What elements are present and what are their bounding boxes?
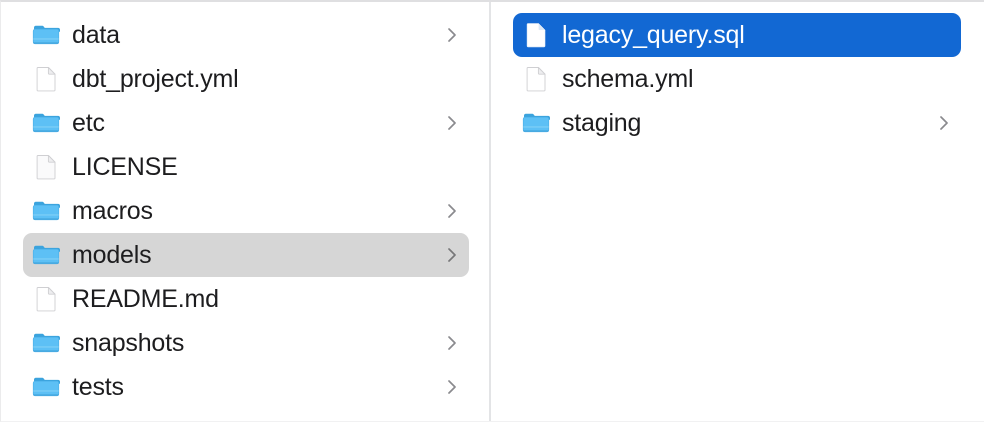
folder-icon: [521, 108, 551, 138]
file-row-label: macros: [72, 197, 153, 225]
document-icon: [31, 152, 61, 182]
file-row-label: staging: [562, 109, 642, 137]
file-row-tests[interactable]: tests: [23, 365, 469, 409]
folder-icon: [31, 372, 61, 402]
file-row-label: etc: [72, 109, 105, 137]
folder-icon: [31, 20, 61, 50]
chevron-right-icon[interactable]: [445, 377, 459, 397]
file-row-etc[interactable]: etc: [23, 101, 469, 145]
folder-icon: [31, 328, 61, 358]
file-row-label: snapshots: [72, 329, 185, 357]
file-row-schema-yml[interactable]: schema.yml: [513, 57, 961, 101]
file-row-data[interactable]: data: [23, 13, 469, 57]
file-row-label: README.md: [72, 285, 219, 313]
file-row-snapshots[interactable]: snapshots: [23, 321, 469, 365]
file-row-label: data: [72, 21, 120, 49]
file-row-label: models: [72, 241, 152, 269]
folder-icon: [31, 196, 61, 226]
finder-column-child[interactable]: legacy_query.sql schema.yml: [491, 2, 983, 421]
document-icon: [31, 64, 61, 94]
file-row-license[interactable]: LICENSE: [23, 145, 469, 189]
file-row-dbt-project-yml[interactable]: dbt_project.yml: [23, 57, 469, 101]
folder-icon: [31, 108, 61, 138]
chevron-right-icon[interactable]: [445, 25, 459, 45]
file-row-models[interactable]: models: [23, 233, 469, 277]
file-row-label: LICENSE: [72, 153, 178, 181]
folder-icon: [31, 240, 61, 270]
file-row-label: tests: [72, 373, 124, 401]
chevron-right-icon[interactable]: [445, 201, 459, 221]
file-row-macros[interactable]: macros: [23, 189, 469, 233]
file-row-label: schema.yml: [562, 65, 694, 93]
document-icon: [31, 284, 61, 314]
chevron-right-icon[interactable]: [445, 245, 459, 265]
file-row-legacy-query-sql[interactable]: legacy_query.sql: [513, 13, 961, 57]
file-row-label: legacy_query.sql: [562, 21, 745, 49]
document-icon: [521, 20, 551, 50]
file-row-staging[interactable]: staging: [513, 101, 961, 145]
finder-column-parent[interactable]: data dbt_project.yml: [1, 2, 491, 421]
chevron-right-icon[interactable]: [445, 333, 459, 353]
document-icon: [521, 64, 551, 94]
file-row-label: dbt_project.yml: [72, 65, 239, 93]
file-row-readme-md[interactable]: README.md: [23, 277, 469, 321]
chevron-right-icon[interactable]: [937, 113, 951, 133]
chevron-right-icon[interactable]: [445, 113, 459, 133]
